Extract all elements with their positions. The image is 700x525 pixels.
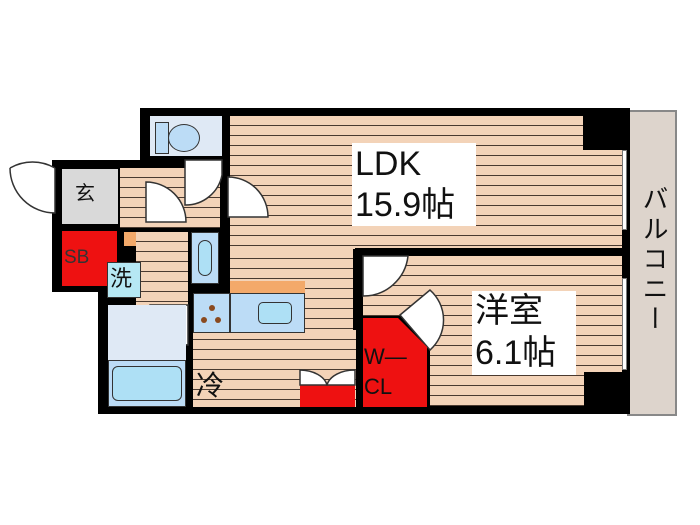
entrance-floor [62, 169, 118, 224]
western-name: 洋室 [475, 292, 543, 330]
western-room-top-wall [355, 248, 627, 256]
hallway-accent [124, 232, 136, 246]
walk-in-closet-label-line2: CL [364, 374, 393, 399]
fridge-label: 冷 [196, 370, 225, 401]
western-size: 6.1帖 [475, 334, 557, 372]
kitchen-floor [193, 330, 356, 407]
washer [107, 262, 141, 298]
stove [193, 293, 230, 333]
ldk-label-box [352, 143, 476, 226]
kitchen-sink-basin-icon [258, 302, 292, 324]
bathtub-basin-icon [112, 366, 182, 401]
window-western [622, 278, 627, 370]
ldk-size: 15.9帖 [355, 186, 456, 224]
ldk-name: LDK [355, 145, 422, 183]
shoe-box-label: SB [64, 247, 90, 268]
pillar-top-right [583, 108, 628, 150]
pillar-bottom-right [584, 372, 628, 414]
kitchen-closet [300, 385, 355, 407]
washer-label: 洗 [110, 266, 133, 291]
walk-in-closet-label-line1: W— [364, 344, 407, 369]
balcony-label: バルコニー [639, 185, 669, 335]
western-label-box [472, 291, 576, 375]
entrance-label: 玄 [75, 183, 95, 205]
window-ldk [622, 150, 627, 230]
kitchen-counter-top [230, 281, 305, 293]
toilet-bowl-icon [168, 124, 200, 152]
wash-basin-sink-icon [198, 240, 212, 276]
western-floor-right [584, 256, 622, 372]
ldk-floor [230, 116, 622, 249]
